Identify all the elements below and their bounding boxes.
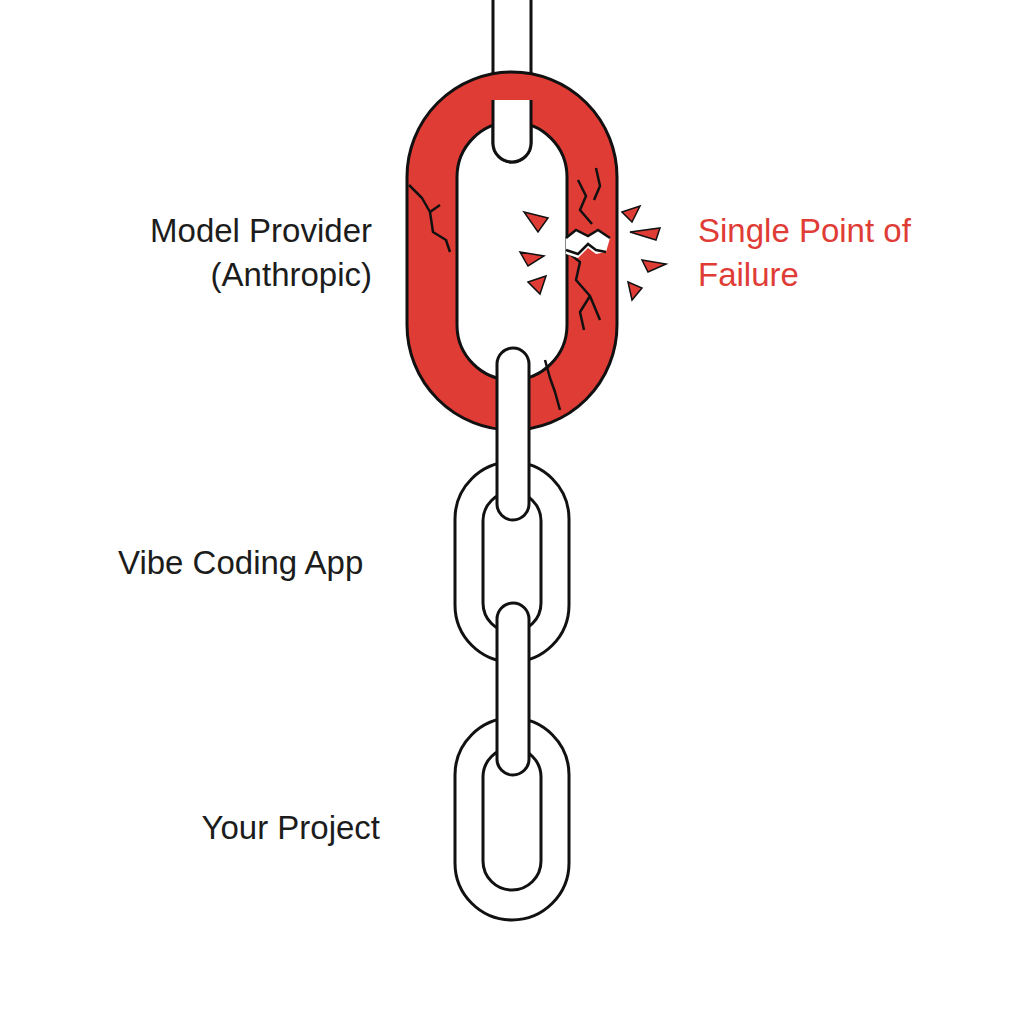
chain-link	[493, 100, 531, 162]
crack-lines	[409, 168, 600, 410]
chain-link	[497, 603, 529, 775]
break-shards	[520, 206, 666, 300]
chain-link	[497, 348, 529, 520]
provider-label: Model Provider (Anthropic)	[110, 209, 372, 297]
app-label: Vibe Coding App	[118, 541, 363, 585]
project-label: Your Project	[201, 806, 380, 850]
failure-callout: Single Point of Failure	[698, 209, 924, 297]
